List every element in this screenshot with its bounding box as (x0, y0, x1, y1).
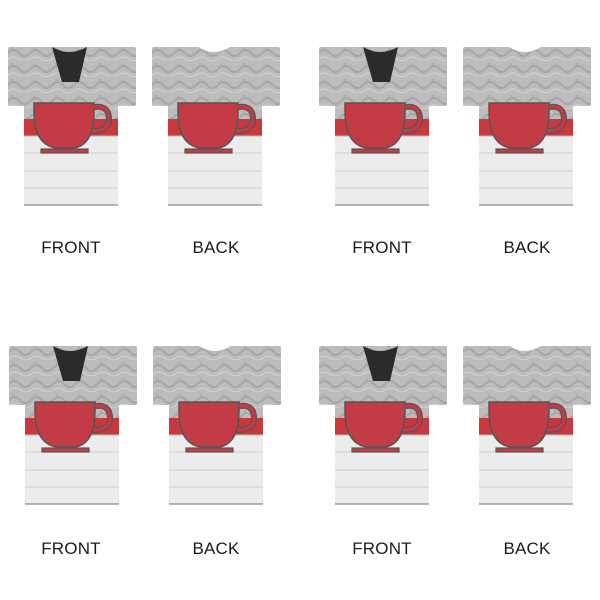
teacup-sweater-front-image (8, 45, 138, 207)
shirt-front-mockup-3 (9, 344, 139, 506)
back-label: BACK (503, 539, 551, 558)
teacup-sweater-back-image (153, 344, 283, 506)
shirt-back-mockup-4 (463, 344, 593, 506)
front-label: FRONT (352, 238, 412, 257)
back-label: BACK (192, 539, 240, 558)
front-label: FRONT (41, 238, 101, 257)
teacup-sweater-back-image (463, 344, 593, 506)
teacup-sweater-front-image (319, 45, 449, 207)
shirt-back-mockup-2 (463, 45, 593, 207)
teacup-sweater-back-image (463, 45, 593, 207)
shirt-back-mockup-3 (153, 344, 283, 506)
shirt-front-mockup-2 (319, 45, 449, 207)
teacup-sweater-front-image (319, 344, 449, 506)
shirt-back-mockup-1 (152, 45, 282, 207)
shirt-front-mockup-4 (319, 344, 449, 506)
front-label: FRONT (352, 539, 412, 558)
shirt-front-mockup-1 (8, 45, 138, 207)
back-label: BACK (503, 238, 551, 257)
front-label: FRONT (41, 539, 101, 558)
back-label: BACK (192, 238, 240, 257)
teacup-sweater-back-image (152, 45, 282, 207)
teacup-sweater-front-image (9, 344, 139, 506)
